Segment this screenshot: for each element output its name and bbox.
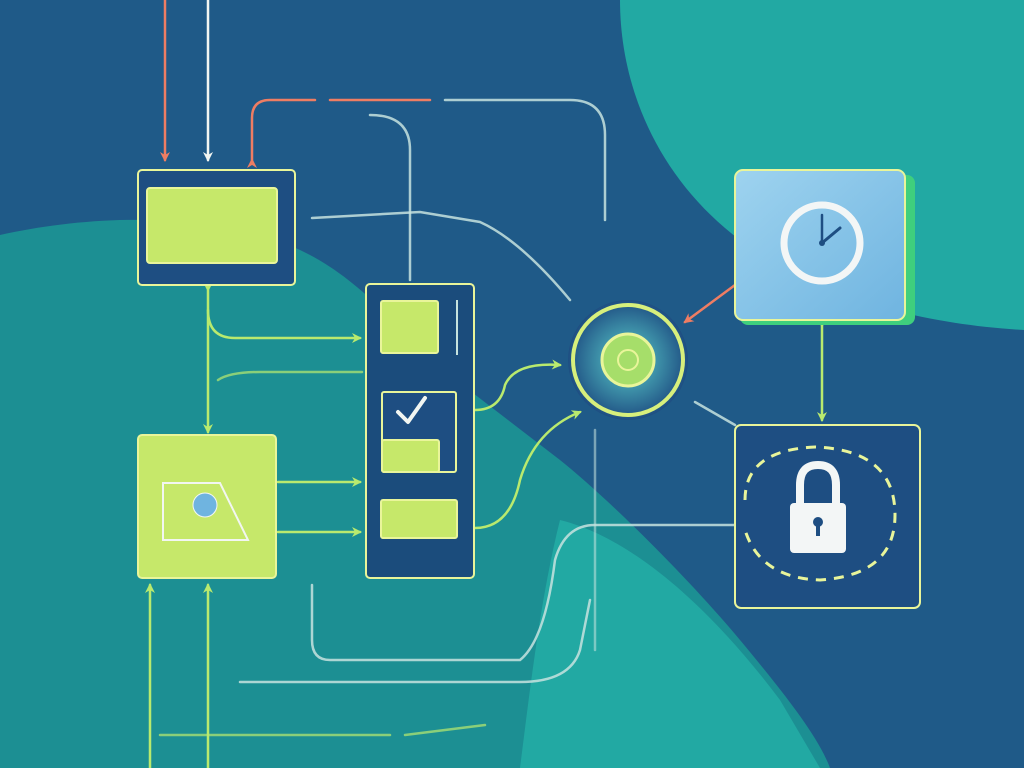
connector-stack-to-hub-1	[473, 359, 562, 412]
connector-hub-to-lock	[693, 400, 737, 427]
padlock-icon	[790, 460, 846, 553]
checklist-stack	[365, 283, 475, 579]
connector-pale-down	[368, 113, 412, 282]
connector-panel-to-hub	[310, 210, 572, 302]
connector-lock-bottom-loop	[310, 523, 737, 662]
background-blob-top-right	[620, 0, 1024, 330]
clock-icon	[780, 201, 864, 285]
checkmark-icon	[396, 396, 427, 424]
connector-to-stack-1	[206, 308, 362, 343]
connector-clock-to-hub	[683, 283, 737, 324]
stack-item-3	[380, 499, 458, 539]
clock-tile	[734, 169, 915, 325]
top-left-panel	[137, 169, 296, 286]
connector-to-stack-2	[216, 370, 364, 382]
central-hub	[568, 300, 688, 420]
stack-item-1	[380, 300, 439, 354]
stack-item-2	[381, 439, 440, 473]
connector-coral-loop	[252, 98, 432, 160]
hub-node-icon	[617, 349, 639, 371]
image-placeholder-icon	[162, 482, 250, 541]
image-panel	[137, 434, 277, 579]
connector-stack-to-hub-2	[473, 410, 582, 530]
connector-bottom-long	[238, 598, 592, 684]
connector-pale-top-loop	[443, 98, 607, 222]
connector-bottom-right-2	[403, 723, 487, 737]
lock-tile	[734, 424, 921, 609]
connectors	[145, 0, 827, 768]
